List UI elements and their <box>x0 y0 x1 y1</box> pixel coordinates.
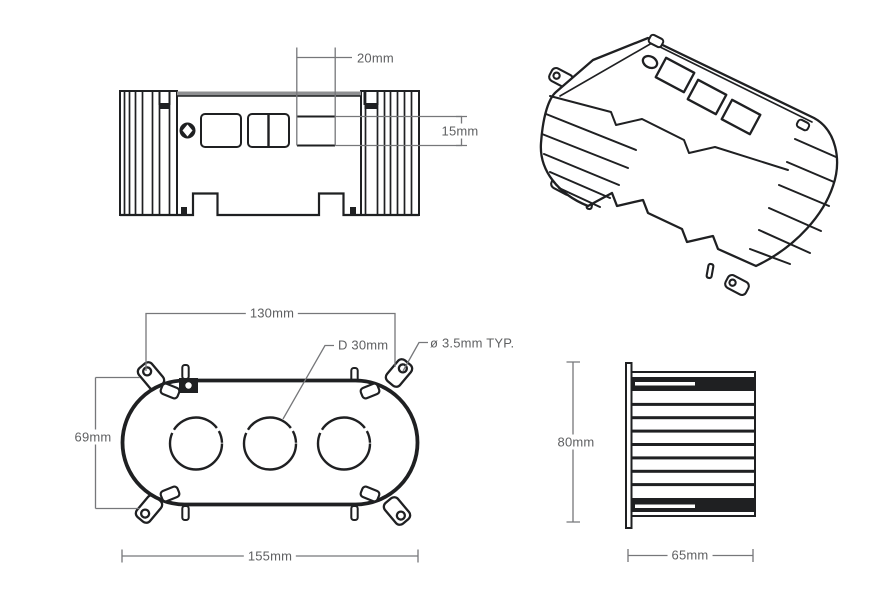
iso-knockout-1 <box>654 56 696 94</box>
leader-hole-diameter <box>282 344 334 420</box>
dimension-label-front-cutout-width: 20mm <box>357 50 394 66</box>
isometric-view-drawing <box>539 33 839 297</box>
dimension-label-side-height: 80mm <box>553 434 599 450</box>
side-view-drawing <box>625 362 756 529</box>
front-view-drawing <box>119 90 420 217</box>
front-opening-3 <box>297 115 335 147</box>
iso-pilot-hole <box>641 54 659 70</box>
leader-mount-hole <box>402 341 428 372</box>
top-view-holes <box>168 416 372 471</box>
iso-left-ribs <box>541 113 637 208</box>
top-view-drawing <box>120 358 420 526</box>
iso-right-ribs <box>749 138 837 265</box>
dimension-label-top-overall-width: 155mm <box>243 548 297 564</box>
dimension-label-top-mount-hole-spacing: 130mm <box>245 305 299 321</box>
front-opening-1 <box>200 113 242 148</box>
dimension-label-side-width: 65mm <box>667 547 713 563</box>
callout-label-hole-diameter: D 30mm <box>338 337 389 353</box>
top-view-edge-tabs <box>159 382 381 503</box>
dimension-label-front-cutout-height: 15mm <box>437 123 483 139</box>
front-view-dimensions <box>296 47 467 147</box>
side-view-dimensions <box>566 361 754 562</box>
top-view-body-outline <box>120 378 420 507</box>
dimension-label-top-body-depth: 69mm <box>70 429 116 445</box>
side-view-slats <box>631 377 755 512</box>
iso-knockout-3 <box>720 98 762 136</box>
callout-label-mount-hole-diameter: ø 3.5mm TYP. <box>430 335 515 351</box>
iso-knockout-2 <box>686 78 728 116</box>
